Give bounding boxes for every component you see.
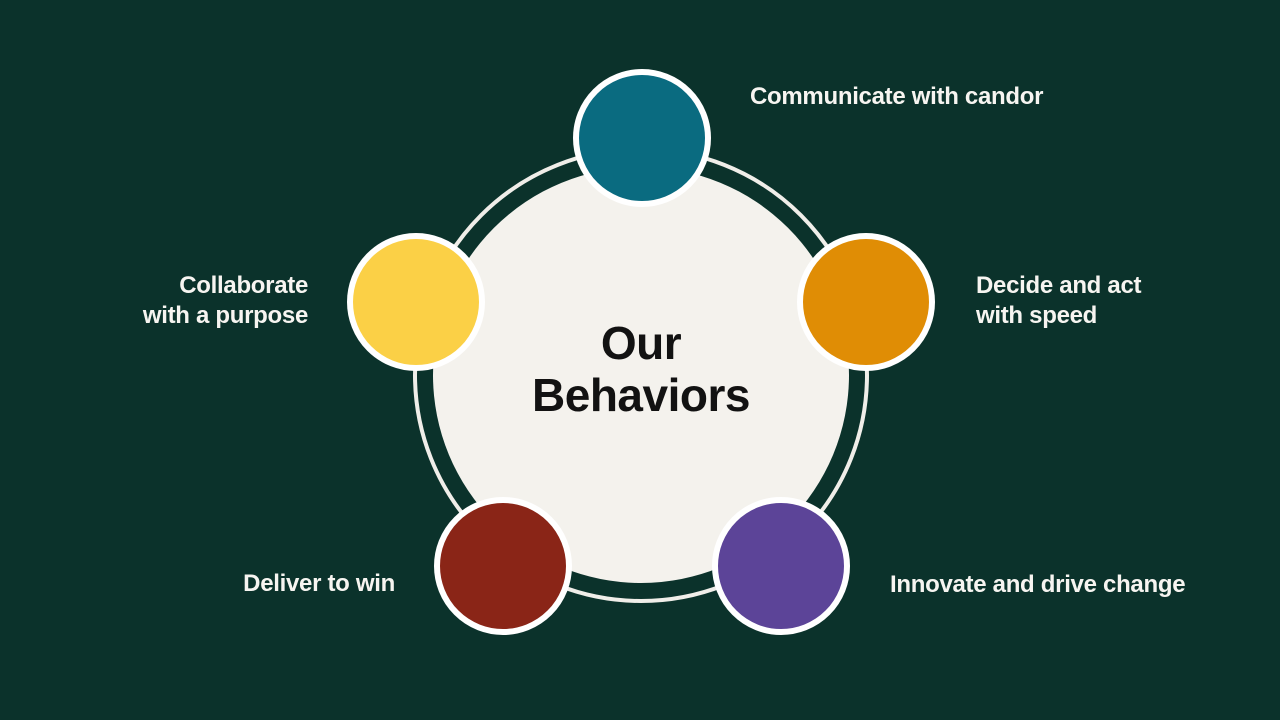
behavior-circle-communicate: [573, 69, 711, 207]
behavior-label-collaborate: Collaborate with a purpose: [142, 272, 308, 329]
behavior-label-innovate: Innovate and drive change: [890, 571, 1186, 598]
behavior-label-deliver: Deliver to win: [243, 570, 395, 597]
behavior-label-communicate: Communicate with candor: [750, 83, 1044, 110]
behavior-label-decide: Decide and act with speed: [976, 272, 1142, 329]
behavior-circle-innovate: [712, 497, 850, 635]
diagram-title: Our Behaviors: [532, 317, 750, 421]
behavior-circle-deliver: [434, 497, 572, 635]
behavior-circle-collaborate: [347, 233, 485, 371]
behavior-circle-decide: [797, 233, 935, 371]
